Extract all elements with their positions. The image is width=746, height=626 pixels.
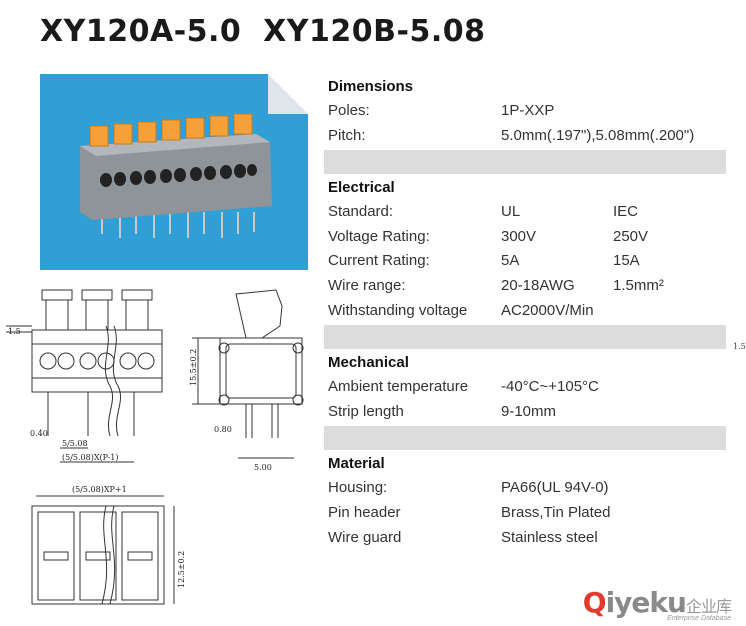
dim-label: (5/5.08)XP+1 [72, 485, 127, 494]
spec-row: Standard: UL IEC [324, 200, 726, 225]
section-divider [324, 426, 726, 451]
product-title: XY120A-5.0 XY120B-5.08 [40, 14, 486, 49]
spec-value: AC2000V/Min [501, 301, 594, 319]
spec-value-2: IEC [613, 203, 639, 221]
spec-value-2: 1.5mm² [613, 276, 664, 294]
spec-label: Pin header [328, 503, 401, 521]
section-divider [324, 325, 726, 350]
electrical-title: Electrical [328, 179, 395, 197]
spec-value: Stainless steel [501, 528, 598, 546]
spec-label: Withstanding voltage [328, 301, 468, 319]
spec-row: Wire range: 20-18AWG 1.5mm² [324, 274, 726, 299]
spec-value: Brass,Tin Plated [501, 503, 611, 521]
spec-row: Pitch: 5.0mm(.197"),5.08mm(.200") [324, 124, 726, 149]
spec-label: Strip length [328, 402, 404, 420]
spec-label: Ambient temperature [328, 378, 469, 396]
spec-row: Housing: PA66(UL 94V-0) [324, 476, 726, 501]
spec-value: 5A [501, 252, 520, 270]
dim-label: 0.80 [214, 425, 232, 434]
watermark-brand: iyeku [605, 586, 687, 619]
material-title: Material [328, 455, 385, 473]
spec-value: 300V [501, 227, 537, 245]
edge-dimension: 1.5 [733, 342, 746, 351]
spec-label: Poles: [328, 102, 370, 119]
watermark-q: Q [582, 586, 607, 619]
dim-label: 0.40 [30, 429, 48, 438]
bottom-view-drawing: (5/5.08)XP+1 12.5±0.2 [31, 485, 186, 605]
dim-label: 12.5±0.2 [177, 551, 186, 588]
spec-table: Dimensions Poles: 1P-XXP Pitch: 5.0mm(.1… [324, 75, 726, 550]
spec-label: Voltage Rating: [328, 227, 430, 245]
spec-row: Ambient temperature -40°C~+105°C [324, 375, 726, 400]
spec-value: 1P-XXP [501, 102, 555, 119]
spec-row: Poles: 1P-XXP [324, 99, 726, 124]
spec-value-2: 250V [613, 227, 649, 245]
dimensions-title: Dimensions [328, 78, 414, 95]
dim-label: 1.5 [8, 327, 21, 336]
spec-value: 5.0mm(.197"),5.08mm(.200") [501, 126, 695, 144]
watermark-sub: Enterprise Database [667, 615, 731, 622]
spec-row: Withstanding voltage AC2000V/Min [324, 299, 726, 324]
spec-value: UL [501, 203, 521, 221]
watermark-logo: Qiyeku企业库 Enterprise Database [582, 586, 732, 622]
watermark-cn: 企业库 [685, 597, 732, 616]
dim-label: 5/5.08 [62, 439, 88, 448]
spec-value: 20-18AWG [501, 276, 575, 294]
spec-label: Pitch: [328, 126, 366, 144]
spec-label: Housing: [328, 479, 388, 497]
spec-label: Current Rating: [328, 252, 430, 270]
spec-row: Wire guard Stainless steel [324, 526, 726, 551]
product-photo [40, 74, 308, 270]
mechanical-title: Mechanical [328, 354, 409, 372]
spec-label: Wire range: [328, 276, 406, 294]
spec-row: Strip length 9-10mm [324, 400, 726, 425]
spec-value: PA66(UL 94V-0) [501, 479, 609, 497]
spec-row: Voltage Rating: 300V 250V [324, 225, 726, 250]
side-view-drawing: 15.5±0.2 0.80 5.00 [189, 289, 304, 472]
dim-label: (5/5.08)X(P-1) [62, 453, 119, 462]
spec-value-2: 15A [613, 252, 640, 270]
spec-row: Current Rating: 5A 15A [324, 249, 726, 274]
dim-label: 15.5±0.2 [189, 349, 198, 386]
spec-label: Standard: [328, 203, 394, 221]
section-divider [324, 150, 726, 175]
spec-row: Pin header Brass,Tin Plated [324, 501, 726, 526]
front-view-drawing: 1.5 0.40 5/5.08 (5/5.08)X(P-1) [6, 289, 163, 463]
dim-label: 5.00 [254, 463, 272, 472]
spec-label: Wire guard [328, 528, 402, 546]
spec-value: 9-10mm [501, 402, 557, 420]
spec-value: -40°C~+105°C [501, 378, 599, 396]
